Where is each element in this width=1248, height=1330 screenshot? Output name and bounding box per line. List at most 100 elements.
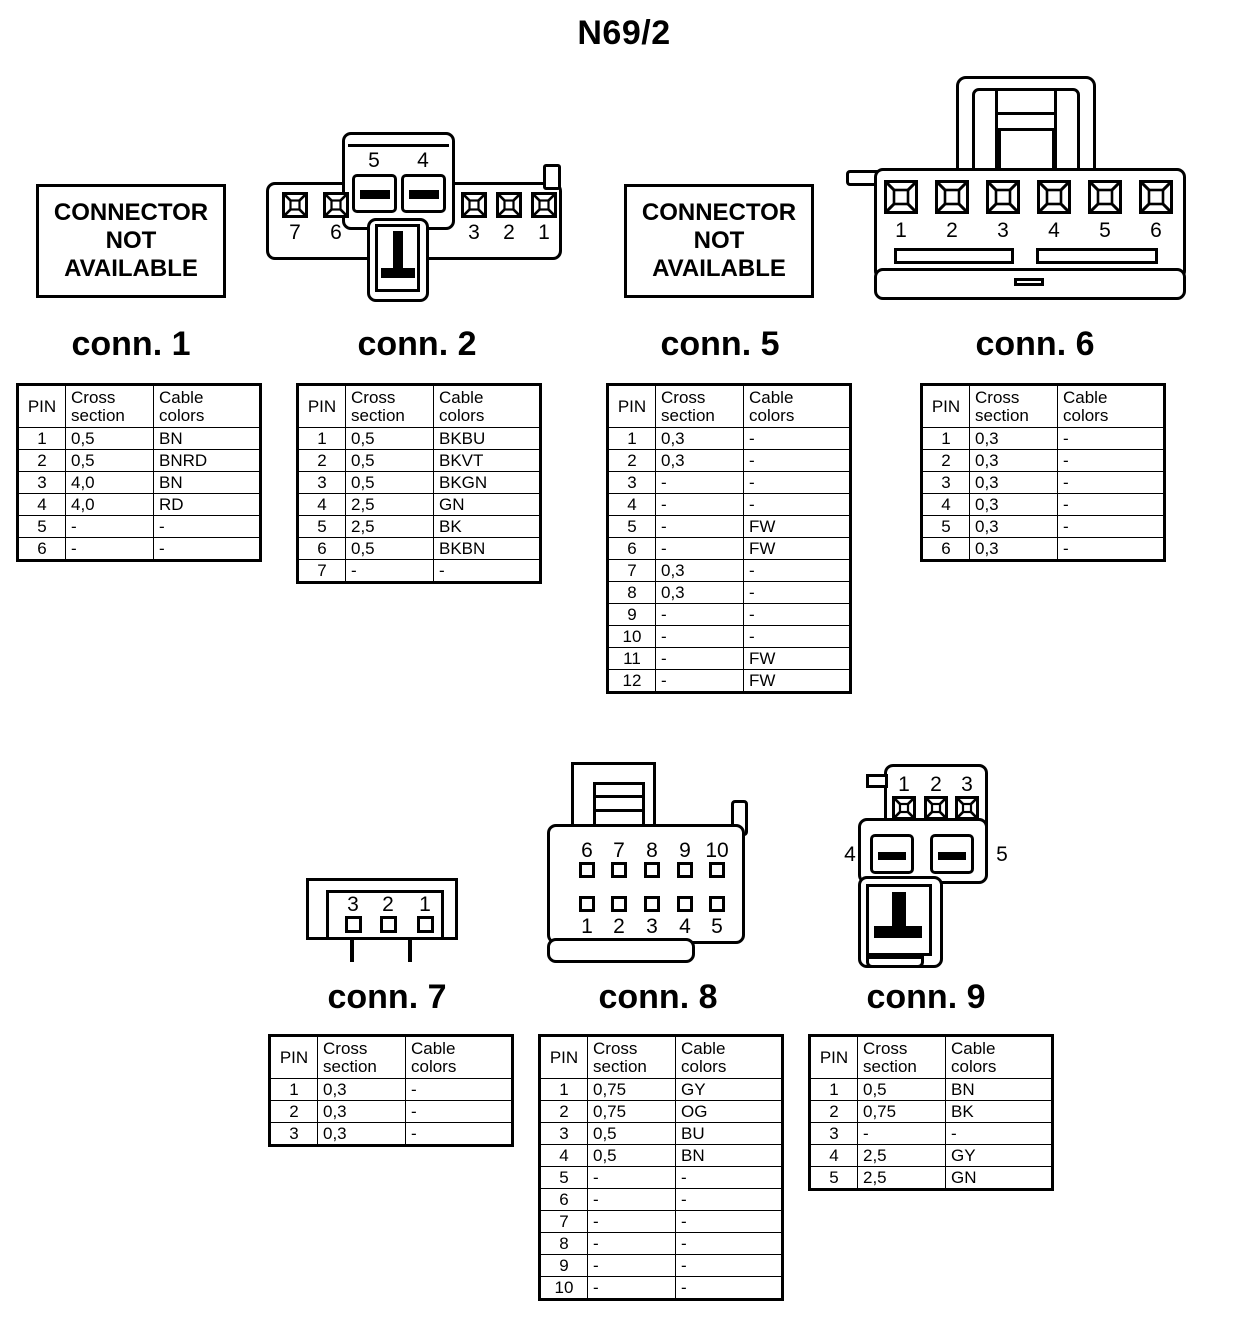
cross-section-cell: 0,5 — [345, 449, 434, 472]
pin-number-3: 3 — [646, 915, 658, 938]
cna-line-2: NOT — [105, 226, 157, 254]
cross-section-cell: 0,3 — [317, 1078, 406, 1101]
cable-colors-cell: BKVT — [433, 449, 541, 472]
table-row: 8-- — [539, 1232, 783, 1255]
pin-socket-3 — [345, 916, 362, 933]
cable-colors-cell: - — [743, 493, 851, 516]
cross-section-cell: - — [587, 1276, 676, 1300]
cable-colors-cell: - — [743, 581, 851, 604]
cable-colors-cell: BN — [675, 1144, 783, 1167]
connector-graphic-conn2: 7 6 3 2 1 5 4 — [262, 128, 572, 306]
keyway-slot-left — [894, 248, 1014, 264]
cross-section-cell: - — [655, 515, 744, 538]
cable-colors-cell: - — [405, 1100, 513, 1123]
pin-socket-8 — [644, 862, 660, 878]
pin-number-5: 5 — [711, 915, 723, 938]
cross-section-cell: 0,5 — [65, 427, 154, 450]
pin-cell: 1 — [539, 1078, 588, 1101]
connector-caption-conn7: conn. 7 — [327, 978, 447, 1016]
pin-number-1: 1 — [419, 893, 431, 916]
pin-cell: 8 — [539, 1232, 588, 1255]
table-row: 9-- — [607, 603, 851, 626]
pin-cell: 3 — [297, 471, 346, 494]
connector-caption-conn9: conn. 9 — [866, 978, 986, 1016]
cable-colors-cell: - — [675, 1276, 783, 1300]
cross-section-cell: 2,5 — [345, 515, 434, 538]
cross-section-cell: - — [655, 471, 744, 494]
pin-socket-6 — [323, 192, 349, 218]
pin-number-3: 3 — [997, 219, 1009, 242]
cross-section-cell: 0,5 — [345, 471, 434, 494]
cable-colors-cell: - — [675, 1254, 783, 1277]
cross-section-cell: 0,5 — [345, 537, 434, 560]
table-row: 10-- — [607, 625, 851, 648]
pin-slot-4 — [401, 174, 446, 213]
cross-section-cell: 0,3 — [317, 1122, 406, 1146]
cna-line-1: CONNECTOR — [641, 198, 797, 226]
cna-line-3: AVAILABLE — [652, 255, 786, 283]
pin-socket-2 — [924, 796, 948, 820]
connector-graphic-conn8: 6 7 8 9 10 1 2 3 4 5 — [545, 762, 770, 972]
connector-caption-conn1: conn. 1 — [71, 325, 191, 363]
pin-socket-4 — [677, 896, 693, 912]
keyway-slot-right — [1036, 248, 1158, 264]
table-row: 6-- — [539, 1188, 783, 1211]
cross-section-cell: - — [587, 1210, 676, 1233]
pin-cell: 9 — [607, 603, 656, 626]
cross-section-cell: 4,0 — [65, 493, 154, 516]
pin-cell: 8 — [607, 581, 656, 604]
connector-not-available-box-conn1: CONNECTOR NOT AVAILABLE — [36, 184, 226, 298]
col-header-cable-colors: Cable colors — [153, 384, 261, 428]
cable-colors-cell: BN — [153, 471, 261, 494]
pin-socket-1 — [417, 916, 434, 933]
cross-section-cell: - — [587, 1166, 676, 1189]
table-row: 7-- — [539, 1210, 783, 1233]
cable-colors-cell: OG — [675, 1100, 783, 1123]
pin-cell: 1 — [921, 427, 970, 450]
col-header-pin: PIN — [17, 384, 66, 428]
cna-line-2: NOT — [693, 226, 745, 254]
pin-cell: 6 — [921, 537, 970, 561]
col-header-cross-section: Cross section — [969, 384, 1058, 428]
cable-colors-cell: - — [743, 471, 851, 494]
cable-colors-cell: BK — [945, 1100, 1053, 1123]
connector-caption-conn8: conn. 8 — [598, 978, 718, 1016]
cable-colors-cell: - — [675, 1232, 783, 1255]
pin-cell: 5 — [607, 515, 656, 538]
cross-section-cell: - — [587, 1232, 676, 1255]
pin-cell: 6 — [607, 537, 656, 560]
col-header-pin: PIN — [809, 1035, 858, 1079]
cable-colors-cell: - — [743, 603, 851, 626]
cross-section-cell: - — [345, 559, 434, 583]
pin-socket-1 — [579, 896, 595, 912]
connector-not-available-box-conn5: CONNECTOR NOT AVAILABLE — [624, 184, 814, 298]
pin-number-4: 4 — [844, 843, 856, 866]
cross-section-cell: 2,5 — [345, 493, 434, 516]
cable-colors-cell: - — [743, 625, 851, 648]
cable-colors-cell: BK — [433, 515, 541, 538]
pin-cell: 2 — [269, 1100, 318, 1123]
pin-socket-3 — [644, 896, 660, 912]
pin-number-7: 7 — [289, 221, 301, 244]
pin-socket-1 — [892, 796, 916, 820]
cable-colors-cell: - — [743, 559, 851, 582]
pin-slot-5 — [930, 834, 974, 874]
